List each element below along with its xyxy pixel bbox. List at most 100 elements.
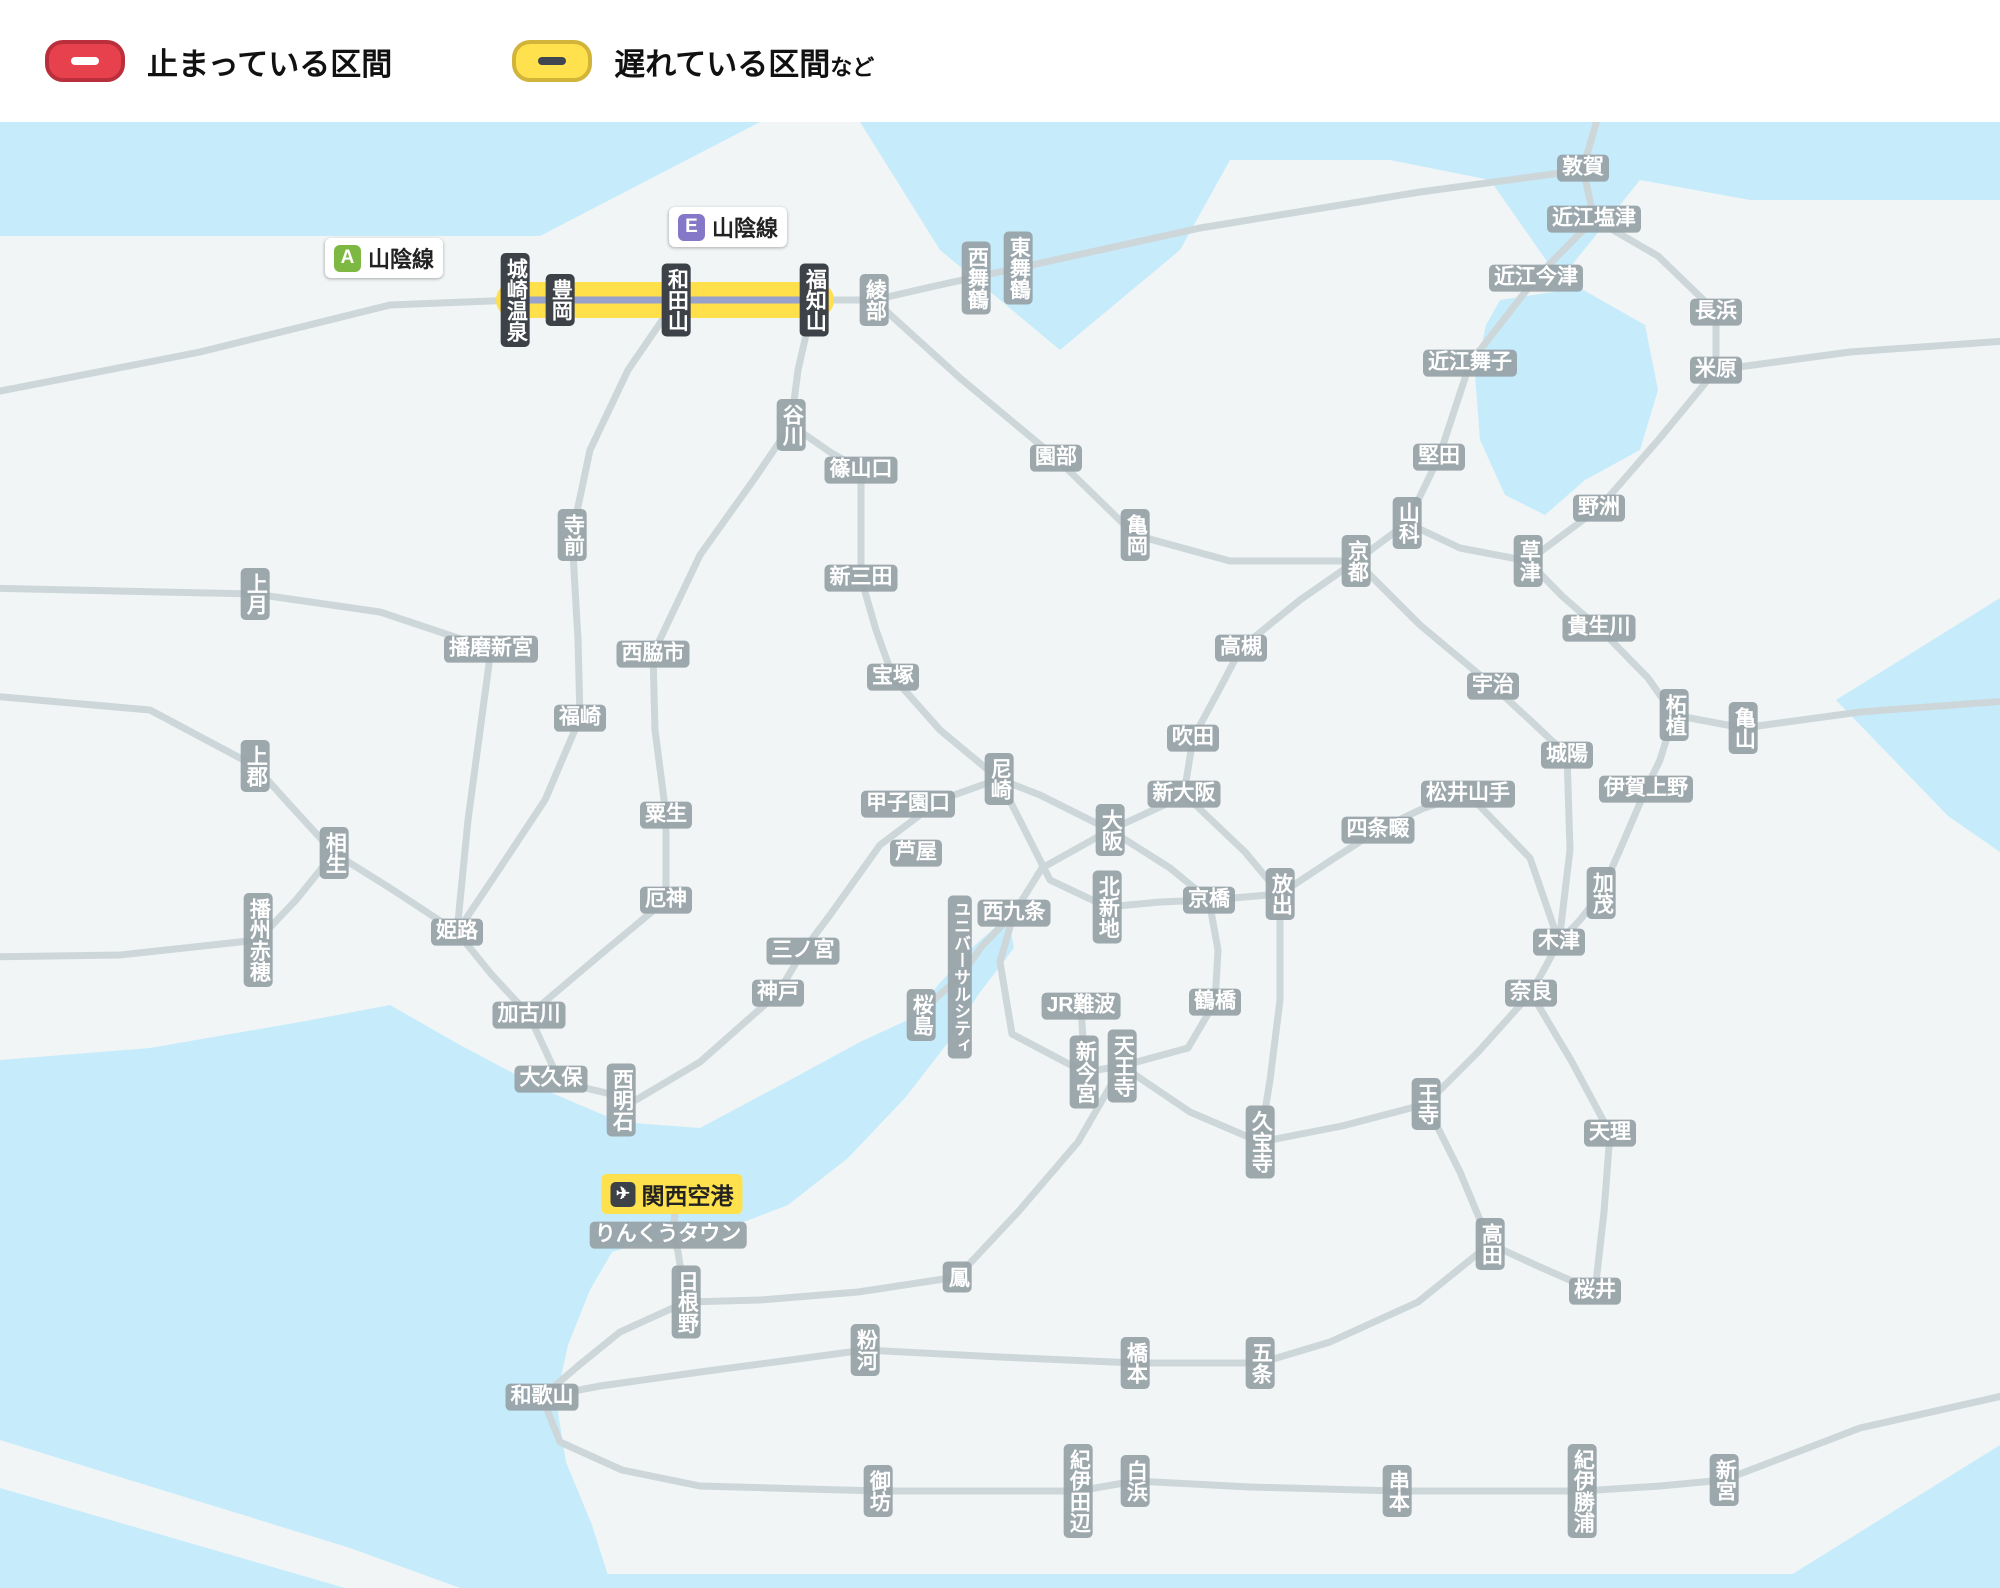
station-label: 草津 <box>1513 535 1543 587</box>
station-label: 五条 <box>1245 1337 1275 1389</box>
station-label: 新今宮 <box>1069 1035 1099 1109</box>
station-label: ユニバーサルシティ <box>947 895 973 1059</box>
railway-line-hanwa <box>538 1062 1126 1401</box>
railway-line-bantan <box>453 296 680 936</box>
railway-line-kansai-east <box>1670 697 2000 732</box>
stopped-line-sample <box>71 57 99 65</box>
railway-line-sanyo-west <box>0 693 461 936</box>
station-label: 大久保 <box>514 1065 588 1093</box>
water-area <box>1475 288 1658 515</box>
railway-line-tokaido-east <box>1712 337 2000 374</box>
station-label: 篠山口 <box>824 456 898 484</box>
station-label: 新三田 <box>824 564 898 592</box>
station-label: 園部 <box>1030 444 1082 472</box>
railway-line-kishin <box>0 584 495 936</box>
station-label: 敦賀 <box>1557 154 1609 182</box>
station-label: 三ノ宮 <box>766 937 840 965</box>
railway-line-kakogawa <box>525 421 795 1019</box>
station-label: 東舞鶴 <box>1003 231 1033 305</box>
railway-line-fukuchiyama <box>787 296 1003 783</box>
station-label: 桜井 <box>1569 1277 1621 1305</box>
station-label: 高槻 <box>1215 634 1267 662</box>
station-label: 紀伊勝浦 <box>1567 1444 1597 1538</box>
delayed-line-sample <box>538 57 567 65</box>
station-label: 奈良 <box>1505 979 1557 1007</box>
station-label: 姫路 <box>431 918 483 946</box>
station-label: 貴生川 <box>1562 614 1636 642</box>
station-label: 天王寺 <box>1107 1029 1137 1103</box>
station-label: 新宮 <box>1709 1454 1739 1506</box>
legend-bar: 止まっている区間 遅れている区間など <box>0 0 2000 122</box>
station-label: 天理 <box>1584 1119 1636 1147</box>
station-label: 高田 <box>1475 1218 1505 1270</box>
station-label: 王寺 <box>1411 1078 1441 1130</box>
line-badge-label: 山陰線 <box>367 247 435 272</box>
station-label: 播州赤穂 <box>243 893 273 987</box>
station-label: りんくうタウン <box>589 1221 747 1249</box>
station-label: 谷川 <box>776 399 806 451</box>
station-label: 串本 <box>1382 1465 1412 1517</box>
station-label: 西脇市 <box>616 640 690 668</box>
station-label: 亀岡 <box>1120 509 1150 561</box>
water-area <box>1770 1445 2000 1588</box>
station-label: 福知山 <box>799 263 829 337</box>
station-label: 伊賀上野 <box>1599 775 1693 803</box>
station-label: 粉河 <box>850 1324 880 1376</box>
station-label: 上月 <box>240 568 270 620</box>
water-area <box>0 1574 2000 1588</box>
station-label: 城崎温泉 <box>500 253 530 347</box>
station-label: 西舞鶴 <box>961 241 991 315</box>
station-label: 野洲 <box>1573 494 1625 522</box>
railway-line-osaka-higashi <box>1180 790 1284 1146</box>
station-label: 甲子園口 <box>861 790 955 818</box>
station-label: JR難波 <box>1041 992 1121 1020</box>
station-label: 長浜 <box>1690 298 1742 326</box>
station-label: 加茂 <box>1586 867 1616 919</box>
airplane-icon: ✈ <box>610 1181 636 1207</box>
station-label: 近江今津 <box>1489 264 1583 292</box>
station-label: 鶴橋 <box>1189 988 1241 1016</box>
station-label: 播磨新宮 <box>444 635 538 663</box>
station-label: 相生 <box>319 827 349 879</box>
railway-line-kinokuni <box>538 1392 2000 1495</box>
station-label: 西九条 <box>977 899 1051 927</box>
railway-line-obama-maizuru <box>870 166 1587 304</box>
station-label: 粟生 <box>640 801 692 829</box>
station-label: 山科 <box>1392 497 1422 549</box>
station-label: 米原 <box>1690 356 1742 384</box>
airport-badge: ✈関西空港 <box>601 1174 743 1214</box>
stopped-section-swatch <box>45 40 125 82</box>
station-label: 京都 <box>1341 535 1371 587</box>
station-label: 京橋 <box>1183 886 1235 914</box>
station-label: 吹田 <box>1167 724 1219 752</box>
railway-line-sanin-kyoto <box>870 296 1360 565</box>
station-label: 宝塚 <box>867 663 919 691</box>
station-label: 和歌山 <box>505 1383 579 1411</box>
station-label: 紀伊田辺 <box>1063 1444 1093 1538</box>
station-label: 堅田 <box>1413 443 1465 471</box>
station-label: 上郡 <box>240 740 270 792</box>
railway-line-sakurai-line <box>1486 989 1614 1295</box>
station-label: 寺前 <box>557 509 587 561</box>
railway-line-yamatoji <box>1118 989 1535 1146</box>
station-label: 福崎 <box>554 704 606 732</box>
station-label: 尼崎 <box>984 753 1014 805</box>
station-label: 加古川 <box>492 1001 566 1029</box>
station-label: 芦屋 <box>890 839 942 867</box>
station-label: 厄神 <box>640 886 692 914</box>
station-label: 御坊 <box>863 1465 893 1517</box>
station-label: 近江舞子 <box>1423 349 1517 377</box>
station-label: 柘植 <box>1659 689 1689 741</box>
station-label: 近江塩津 <box>1547 205 1641 233</box>
station-label: 日根野 <box>671 1265 701 1339</box>
station-label: 木津 <box>1533 928 1585 956</box>
station-label: 新大阪 <box>1147 780 1221 808</box>
station-label: 久宝寺 <box>1245 1105 1275 1179</box>
delayed-section-swatch <box>512 40 593 82</box>
railway-line-nara-line <box>1352 557 1574 946</box>
station-label: 西明石 <box>606 1063 636 1137</box>
line-symbol-icon: E <box>677 213 705 241</box>
